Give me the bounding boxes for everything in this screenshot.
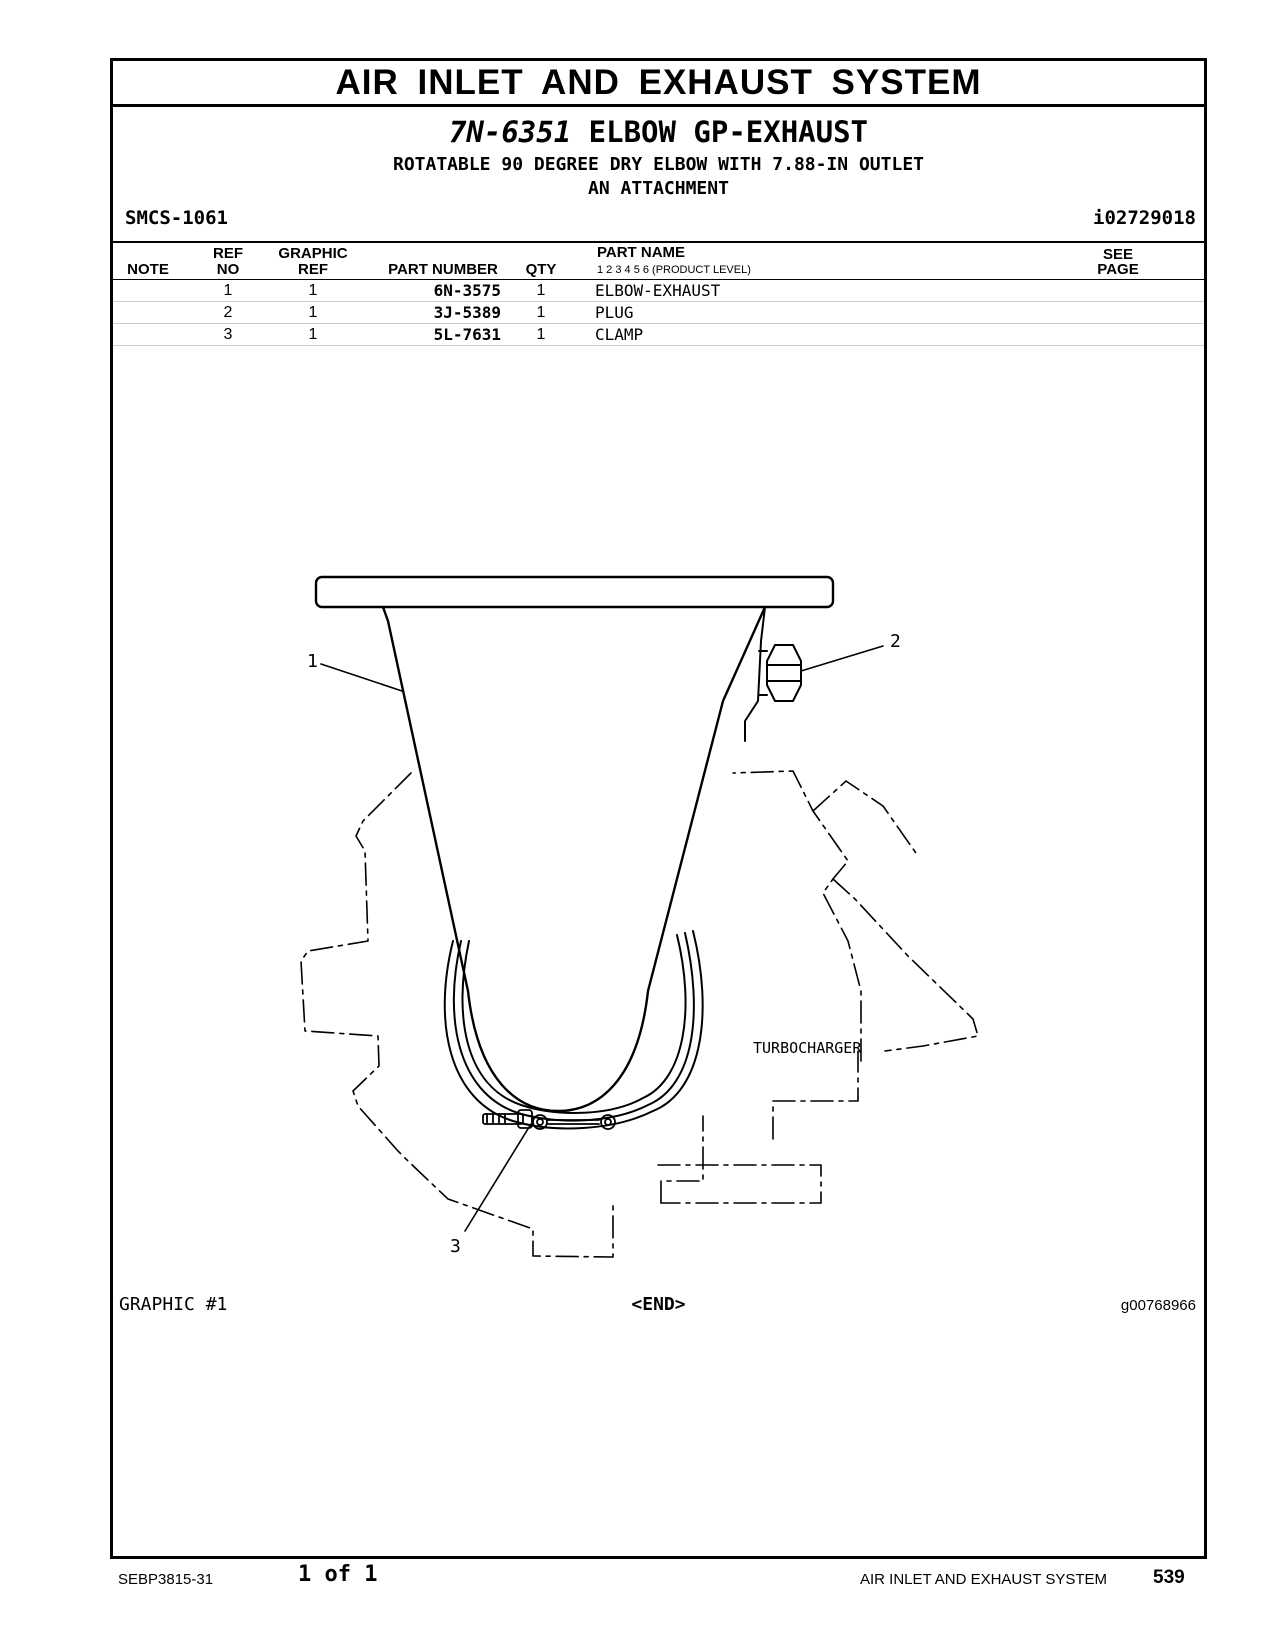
graphic-ref: 1 [308, 282, 318, 299]
ref-no: 3 [223, 326, 233, 343]
header-graphic-ref-line1: GRAPHIC [278, 245, 348, 262]
callout-2: 2 [890, 631, 901, 652]
elbow-body-shape [381, 605, 767, 1113]
part-number: 3J-5389 [433, 303, 501, 322]
document-id: i02729018 [1093, 207, 1196, 229]
group-part-number: 7N-6351 [448, 115, 572, 149]
group-title: 7N-6351 ELBOW GP-EXHAUST [113, 115, 1204, 149]
footer-document-code: SEBP3815-31 [118, 1571, 214, 1588]
turbocharger-outline [300, 770, 979, 1258]
header-part-number: PART NUMBER [388, 261, 498, 278]
group-description-line1: ROTATABLE 90 DEGREE DRY ELBOW WITH 7.88-… [392, 154, 924, 175]
header-qty: QTY [525, 261, 557, 278]
qty: 1 [536, 326, 546, 343]
header-see-page-line1: SEE [1102, 246, 1133, 263]
callout-1: 1 [307, 651, 318, 672]
header-part-name: PART NAME [597, 244, 686, 261]
turbocharger-label: TURBOCHARGER [753, 1039, 862, 1057]
clamp-band [443, 930, 704, 1130]
page-frame: AIR INLET AND EXHAUST SYSTEM 7N-6351 ELB… [110, 58, 1207, 1559]
graphic-label: GRAPHIC #1 [119, 1294, 228, 1315]
leader-line-2 [800, 645, 884, 672]
section-title: AIR INLET AND EXHAUST SYSTEM [113, 61, 1204, 107]
footer-section-name: AIR INLET AND EXHAUST SYSTEM [860, 1571, 1108, 1588]
group-name: ELBOW GP-EXHAUST [588, 115, 869, 149]
table-row: 2 1 3J-5389 1 PLUG [113, 302, 1204, 324]
end-marker: <END> [631, 1294, 686, 1315]
table-row: 3 1 5L-7631 1 CLAMP [113, 324, 1204, 346]
part-number: 6N-3575 [433, 281, 501, 300]
graphic-ref: 1 [308, 326, 318, 343]
smcs-code: SMCS-1061 [125, 207, 228, 229]
footer-page-of: 1 of 1 [298, 1562, 378, 1587]
header-graphic-ref-line2: REF [298, 261, 328, 278]
header-product-level: 1 2 3 4 5 6 (PRODUCT LEVEL) [597, 264, 751, 276]
leader-line-3 [464, 1123, 532, 1232]
table-row: 1 1 6N-3575 1 ELBOW-EXHAUST [113, 280, 1204, 302]
part-name: ELBOW-EXHAUST [595, 281, 721, 300]
header-see-page-line2: PAGE [1097, 261, 1139, 278]
graphic-id: g00768966 [1120, 1297, 1196, 1314]
header-note: NOTE [127, 261, 169, 278]
parts-table-header: NOTE REF NO GRAPHIC REF PART NUMBER QTY … [113, 241, 1204, 280]
header-ref-no-line1: REF [213, 245, 243, 262]
leader-line-1 [320, 663, 403, 692]
footer-page-number: 539 [1153, 1567, 1185, 1588]
header-ref-no-line2: NO [216, 261, 240, 278]
callout-3: 3 [450, 1236, 461, 1257]
flange-shape [314, 575, 835, 609]
group-description-line2: AN ATTACHMENT [588, 178, 729, 199]
parts-table: NOTE REF NO GRAPHIC REF PART NUMBER QTY … [113, 241, 1204, 346]
qty: 1 [536, 304, 546, 321]
part-number: 5L-7631 [433, 325, 501, 344]
part-name: CLAMP [595, 325, 644, 344]
plug-nut [758, 644, 802, 702]
graphic-ref: 1 [308, 304, 318, 321]
ref-no: 2 [223, 304, 233, 321]
part-name: PLUG [595, 303, 634, 322]
ref-no: 1 [223, 282, 233, 299]
exhaust-elbow-illustration: 1 2 3 TURBOCHARGER [300, 575, 979, 1258]
clamp-tbolt [482, 1109, 616, 1130]
qty: 1 [536, 282, 546, 299]
